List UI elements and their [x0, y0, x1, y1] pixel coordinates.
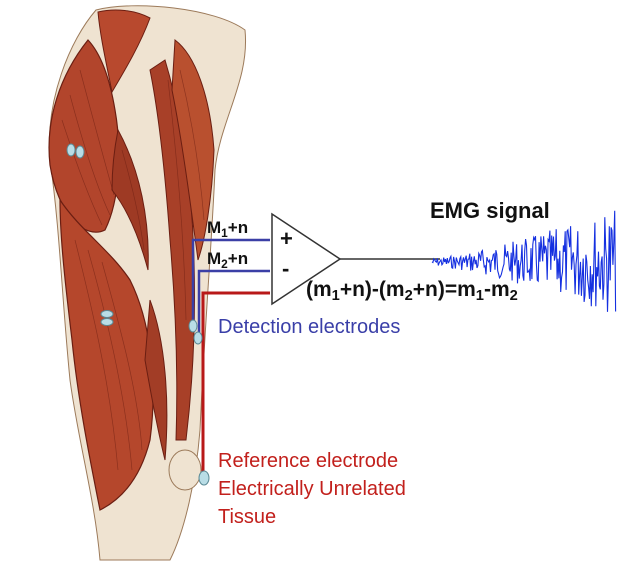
- detection-wires: [191, 238, 270, 333]
- eq-sub-4: 2: [509, 288, 518, 304]
- hamstring-muscle: [111, 128, 149, 271]
- thigh-muscle-illustration: [48, 5, 247, 561]
- input-plus-suffix: +n: [227, 218, 249, 237]
- emg-signal-title: EMG signal: [430, 198, 550, 223]
- rectus-femoris-muscle: [171, 39, 215, 261]
- emg-signal-waveform: [431, 210, 617, 312]
- difference-equation: (m1+n)-(m2+n)=m1-m2: [306, 278, 518, 304]
- detection-electrode-minus: [193, 331, 203, 345]
- eq-sub-3: 1: [475, 288, 484, 304]
- kneecap: [168, 449, 202, 491]
- reference-label-line1: Reference electrode: [218, 450, 399, 472]
- eq-sub-1: 1: [331, 288, 340, 304]
- input-minus-suffix: +n: [227, 249, 249, 268]
- electrodes: [66, 143, 210, 486]
- detection-electrodes-label: Detection electrodes: [218, 316, 401, 338]
- gluteal-muscle: [48, 39, 120, 233]
- reference-electrode: [198, 470, 210, 486]
- eq-part-4: -m: [483, 278, 510, 301]
- detection-wire-plus: [191, 238, 270, 325]
- electrode-lateral-a: [100, 310, 114, 318]
- input-minus-sub: 2: [221, 257, 228, 271]
- electrode-gluteal-a: [66, 143, 76, 157]
- eq-sub-2: 2: [404, 288, 413, 304]
- input-minus-var: M: [207, 249, 222, 268]
- eq-part-1: (m: [306, 278, 332, 301]
- input-plus-sub: 1: [221, 226, 228, 240]
- input-label-plus: M1+n: [207, 218, 248, 240]
- eq-part-3: +n)=m: [412, 278, 476, 301]
- vastus-lateralis-muscle: [59, 198, 154, 511]
- eq-part-2: +n)-(m: [339, 278, 405, 301]
- amplifier-plus-sign: +: [280, 226, 293, 251]
- medial-muscle: [144, 299, 168, 461]
- detection-electrode-plus: [188, 319, 198, 333]
- reference-label-line3: Tissue: [218, 506, 277, 528]
- differential-amplifier: + -: [271, 212, 440, 306]
- detection-wire-minus: [197, 269, 270, 333]
- electrode-gluteal-b: [75, 145, 85, 159]
- amplifier-triangle: [271, 212, 342, 306]
- amplifier-minus-sign: -: [282, 256, 289, 281]
- reference-label-line2: Electrically Unrelated: [218, 478, 406, 500]
- upper-band-muscle: [97, 9, 151, 94]
- electrode-lateral-b: [100, 318, 114, 326]
- input-plus-var: M: [207, 218, 222, 237]
- reference-wire: [201, 291, 270, 478]
- muscle-fiber-lines: [61, 69, 205, 471]
- input-label-minus: M2+n: [207, 249, 248, 271]
